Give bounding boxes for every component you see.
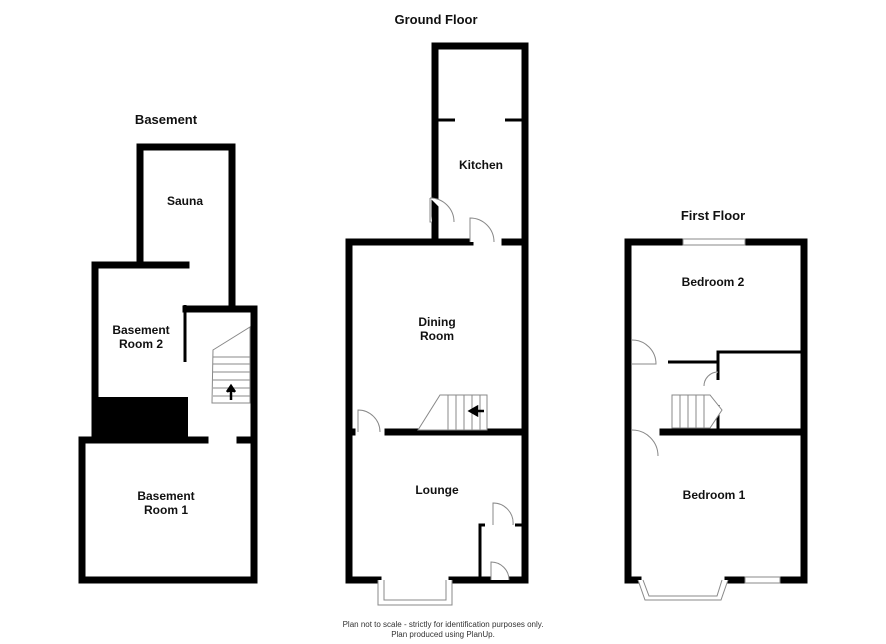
first-floor-plan xyxy=(624,238,808,601)
ground-floor-title: Ground Floor xyxy=(394,12,478,27)
first-floor-stairs xyxy=(671,394,723,429)
room-label-dining-room: Dining Room xyxy=(418,315,456,343)
disclaimer: Plan not to scale - strictly for identif… xyxy=(343,620,544,640)
disclaimer-line-1: Plan not to scale - strictly for identif… xyxy=(342,620,544,629)
room-label-basement-room-2: Basement Room 2 xyxy=(112,323,170,351)
solid-block xyxy=(92,397,188,440)
door-swing xyxy=(469,217,495,243)
room-label-bedroom-2: Bedroom 2 xyxy=(681,275,745,289)
first-floor-title: First Floor xyxy=(680,208,746,223)
basement-title: Basement xyxy=(134,112,198,127)
ground-stairs xyxy=(417,394,488,431)
arrow-left-icon xyxy=(467,404,484,418)
room-label-sauna: Sauna xyxy=(166,194,204,208)
room-label-lounge: Lounge xyxy=(415,483,459,497)
room-label-kitchen: Kitchen xyxy=(458,158,504,172)
room-label-bedroom-1: Bedroom 1 xyxy=(682,488,746,502)
room-label-basement-room-1: Basement Room 1 xyxy=(137,489,195,517)
arrow-up-icon xyxy=(225,383,237,400)
disclaimer-line-2: Plan produced using PlanUp. xyxy=(391,630,495,639)
ground-floor-plan xyxy=(345,42,529,606)
basement-stairs xyxy=(211,326,251,404)
basement-plan xyxy=(78,143,258,584)
